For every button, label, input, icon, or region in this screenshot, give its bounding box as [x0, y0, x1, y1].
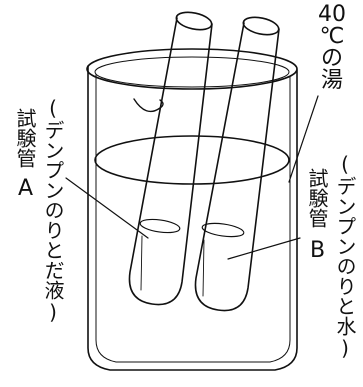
beaker-outline [87, 65, 298, 371]
label-water-temp: 40 [318, 2, 346, 27]
label-hot-water: 40 ℃ の 湯 [304, 4, 360, 92]
label-water-unit: ℃ [319, 24, 345, 49]
label-tube-b-name: 試験管 [305, 168, 329, 228]
leader-tube-a [65, 177, 149, 239]
label-water-no: の [320, 46, 343, 71]
label-tube-a-name: 試験管 [13, 108, 37, 168]
tube-b-liquid [201, 222, 245, 238]
beaker-rim-inner [94, 56, 290, 88]
beaker-rim [86, 48, 298, 90]
beaker-spout [133, 98, 164, 113]
leader-water [288, 95, 319, 183]
label-tube-a-sample: (デンプンのりとだ液) [41, 96, 65, 324]
label-tube-b-sample: (デンプンのりと水) [333, 152, 357, 360]
label-tube-a-letter: A [13, 176, 38, 201]
test-tube-a [128, 11, 213, 306]
label-water-yu: 湯 [320, 68, 343, 93]
leader-tube-b [227, 237, 301, 260]
water-surface [94, 135, 290, 185]
tube-a-liquid [139, 218, 181, 234]
beaker-inner-wall [95, 73, 291, 363]
test-tube-b [194, 16, 280, 312]
label-tube-b-letter: B [305, 238, 330, 263]
